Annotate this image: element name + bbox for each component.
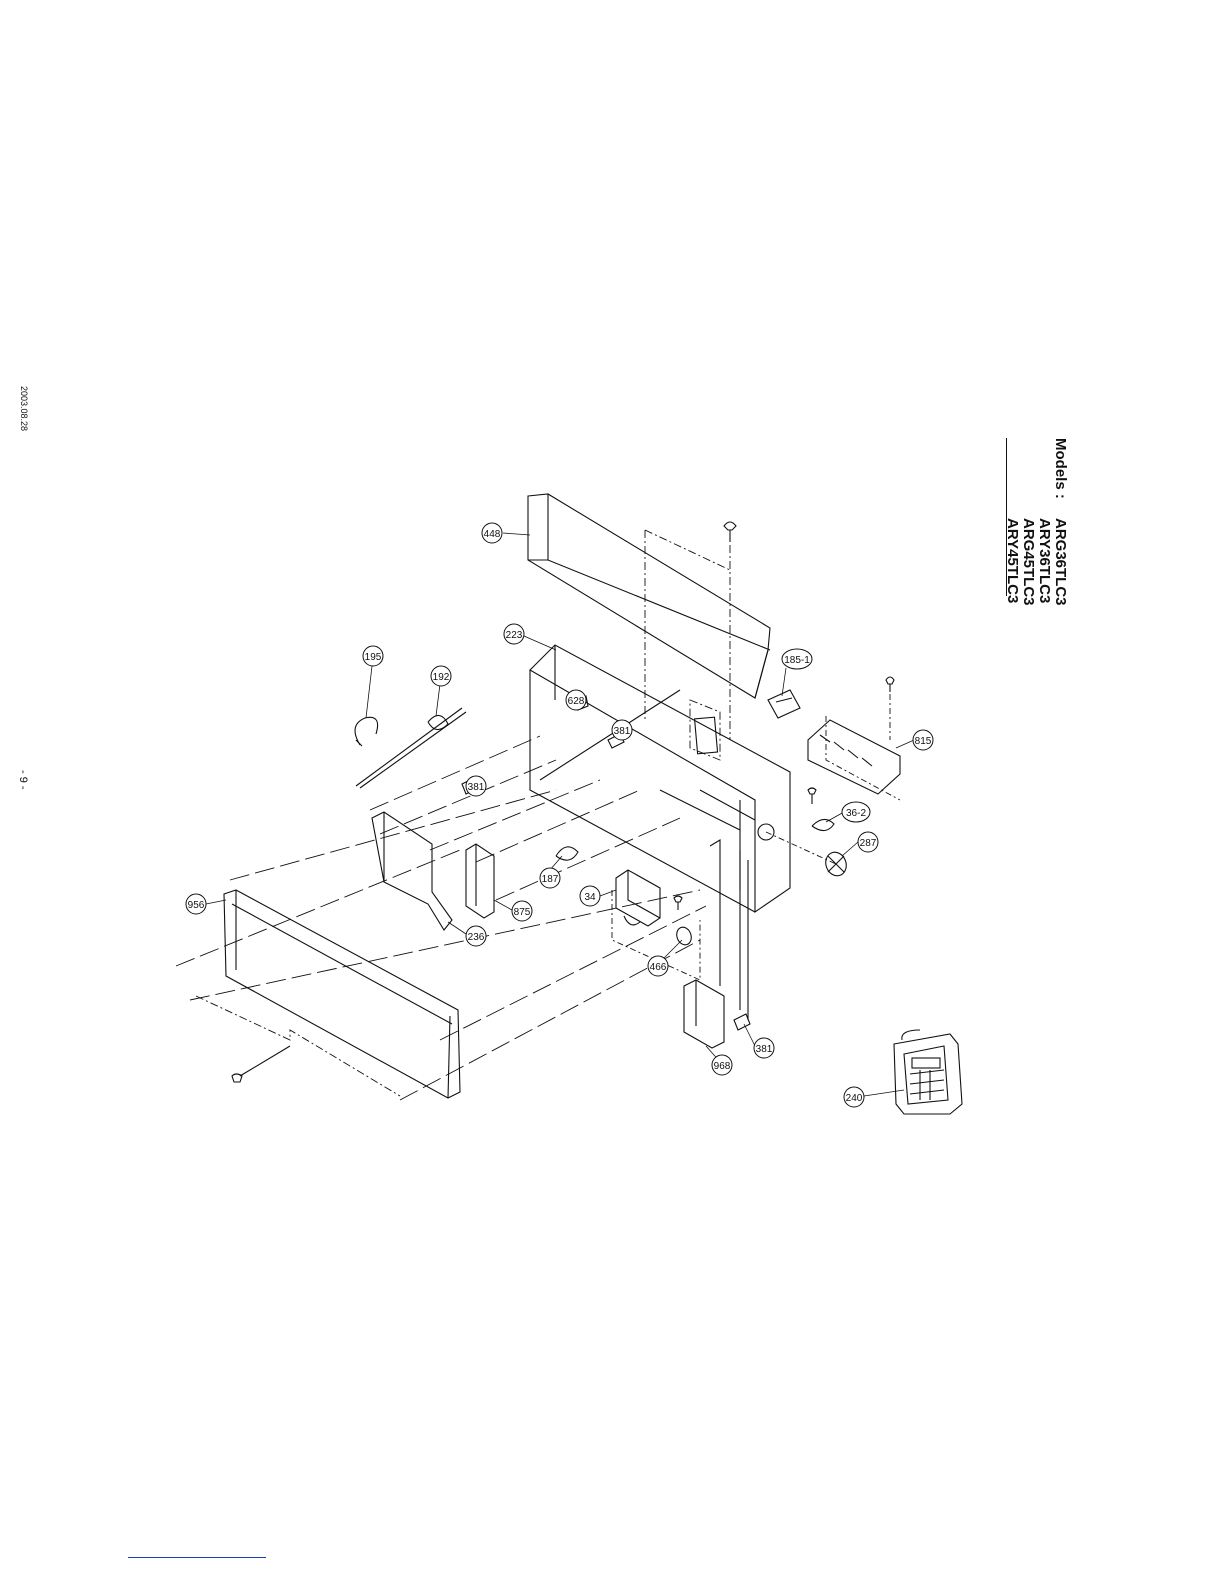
callout-448: 448 bbox=[482, 523, 502, 543]
ring-195 bbox=[355, 717, 378, 746]
remote-240 bbox=[894, 1030, 962, 1114]
callout-815: 815 bbox=[913, 730, 933, 750]
screw-top bbox=[724, 522, 736, 542]
svg-text:815: 815 bbox=[915, 736, 932, 747]
svg-text:223: 223 bbox=[506, 630, 523, 641]
clamp-187 bbox=[556, 847, 578, 860]
callout-34: 34 bbox=[580, 886, 600, 906]
svg-text:287: 287 bbox=[860, 838, 877, 849]
control-box bbox=[530, 645, 790, 912]
pcb-bracket-875 bbox=[466, 844, 494, 918]
grommet-287 bbox=[822, 849, 849, 878]
cable-192 bbox=[356, 708, 466, 788]
callout-381-b: 381 bbox=[466, 776, 486, 796]
callout-240: 240 bbox=[844, 1087, 864, 1107]
svg-text:187: 187 bbox=[542, 874, 559, 885]
callout-187: 187 bbox=[540, 868, 560, 888]
svg-text:34: 34 bbox=[584, 892, 596, 903]
bracket-968 bbox=[684, 840, 748, 1048]
top-cover-panel bbox=[528, 494, 770, 698]
callout-236: 236 bbox=[466, 926, 486, 946]
callout-223: 223 bbox=[504, 624, 524, 644]
svg-text:381: 381 bbox=[468, 782, 485, 793]
svg-text:36-2: 36-2 bbox=[846, 808, 866, 819]
callout-185-1: 185-1 bbox=[782, 649, 812, 669]
callout-36-2: 36-2 bbox=[842, 802, 870, 822]
screw-bottom bbox=[232, 1046, 290, 1082]
svg-text:956: 956 bbox=[188, 900, 205, 911]
svg-text:185-1: 185-1 bbox=[784, 655, 810, 666]
callout-195: 195 bbox=[363, 646, 383, 666]
svg-text:192: 192 bbox=[433, 672, 450, 683]
bushing-466 bbox=[674, 896, 694, 947]
terminal-block bbox=[808, 677, 900, 794]
callout-956: 956 bbox=[186, 894, 206, 914]
svg-text:381: 381 bbox=[756, 1044, 773, 1055]
clip-36-2 bbox=[808, 788, 834, 831]
front-panel-956 bbox=[224, 890, 460, 1098]
svg-text:875: 875 bbox=[514, 907, 531, 918]
relay-185-1 bbox=[768, 690, 800, 718]
callout-628: 628 bbox=[566, 690, 586, 710]
callout-381-a: 381 bbox=[612, 720, 632, 740]
svg-text:240: 240 bbox=[846, 1093, 863, 1104]
callout-466: 466 bbox=[648, 956, 668, 976]
callout-381-c: 381 bbox=[754, 1038, 774, 1058]
svg-text:968: 968 bbox=[714, 1061, 731, 1072]
callout-287: 287 bbox=[858, 832, 878, 852]
transformer-34 bbox=[616, 870, 660, 926]
callout-968: 968 bbox=[712, 1055, 732, 1075]
svg-text:466: 466 bbox=[650, 962, 667, 973]
svg-text:195: 195 bbox=[365, 652, 382, 663]
footer-rule bbox=[128, 1557, 266, 1558]
svg-text:448: 448 bbox=[484, 529, 501, 540]
svg-text:381: 381 bbox=[614, 726, 631, 737]
callout-192: 192 bbox=[431, 666, 451, 686]
callout-875: 875 bbox=[512, 901, 532, 921]
svg-text:236: 236 bbox=[468, 932, 485, 943]
svg-text:628: 628 bbox=[568, 696, 585, 707]
part-callouts: 448 223 195 192 628 381 381 185-1 815 36… bbox=[186, 523, 933, 1107]
